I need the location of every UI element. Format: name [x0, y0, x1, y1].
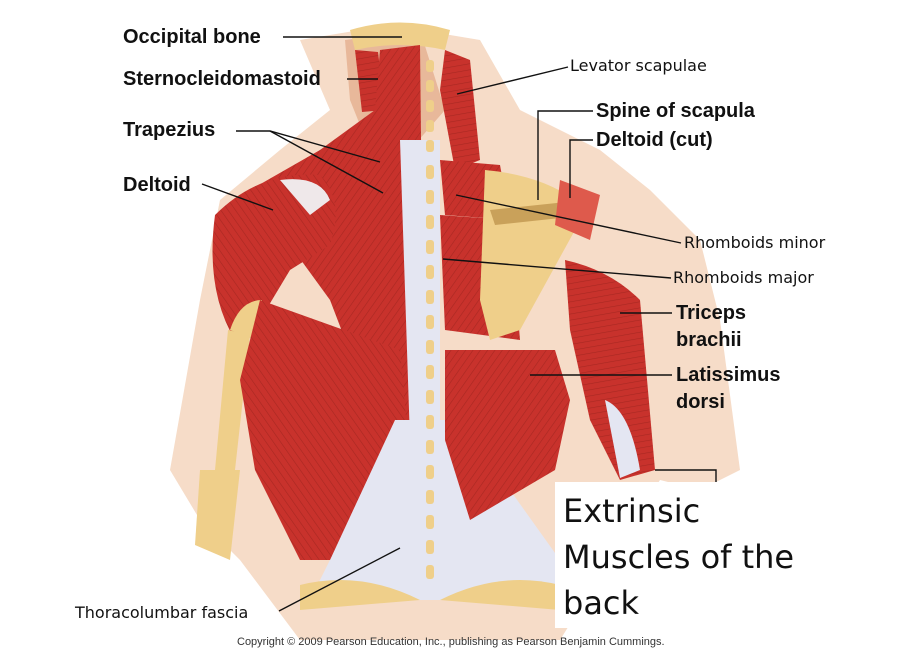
label-rhomboids-minor: Rhomboids minor: [684, 233, 826, 252]
latissimus-dorsi-right: [445, 350, 570, 520]
caption-line1: Extrinsic: [563, 492, 701, 530]
deltoid-muscle-left: [212, 174, 336, 340]
caption-line2: Muscles of the: [563, 538, 795, 576]
label-rhomboids-major: Rhomboids major: [673, 268, 814, 287]
humerus-left: [215, 330, 250, 470]
label-thoracolumbar-fascia: Thoracolumbar fascia: [75, 603, 249, 622]
label-levator-scapulae: Levator scapulae: [570, 56, 707, 75]
triceps-brachii-right: [565, 260, 655, 480]
label-deltoid-cut: Deltoid (cut): [596, 129, 713, 151]
label-latissimus-line2: dorsi: [676, 391, 725, 413]
label-deltoid: Deltoid: [123, 174, 191, 196]
label-latissimus-line1: Latissimus: [676, 364, 781, 386]
thoracolumbar-fascia: [310, 420, 560, 600]
pelvis: [300, 580, 420, 610]
copyright-notice: Copyright © 2009 Pearson Education, Inc.…: [237, 636, 665, 648]
deltoid-cut-right: [555, 180, 600, 240]
label-spine-of-scapula: Spine of scapula: [596, 100, 755, 122]
levator-scapulae-muscle: [440, 50, 480, 170]
forearm-left: [195, 470, 240, 560]
label-triceps-line2: brachii: [676, 329, 742, 351]
caption-line3: back: [563, 584, 640, 622]
label-sternocleidomastoid: Sternocleidomastoid: [123, 68, 321, 90]
label-triceps-line1: Triceps: [676, 302, 747, 324]
caption-box: Extrinsic Muscles of the back: [555, 482, 863, 628]
vertebral-column: [426, 60, 434, 579]
label-trapezius: Trapezius: [123, 119, 216, 141]
occipital-bone-shape: [350, 22, 450, 50]
label-occipital-bone: Occipital bone: [123, 26, 261, 48]
